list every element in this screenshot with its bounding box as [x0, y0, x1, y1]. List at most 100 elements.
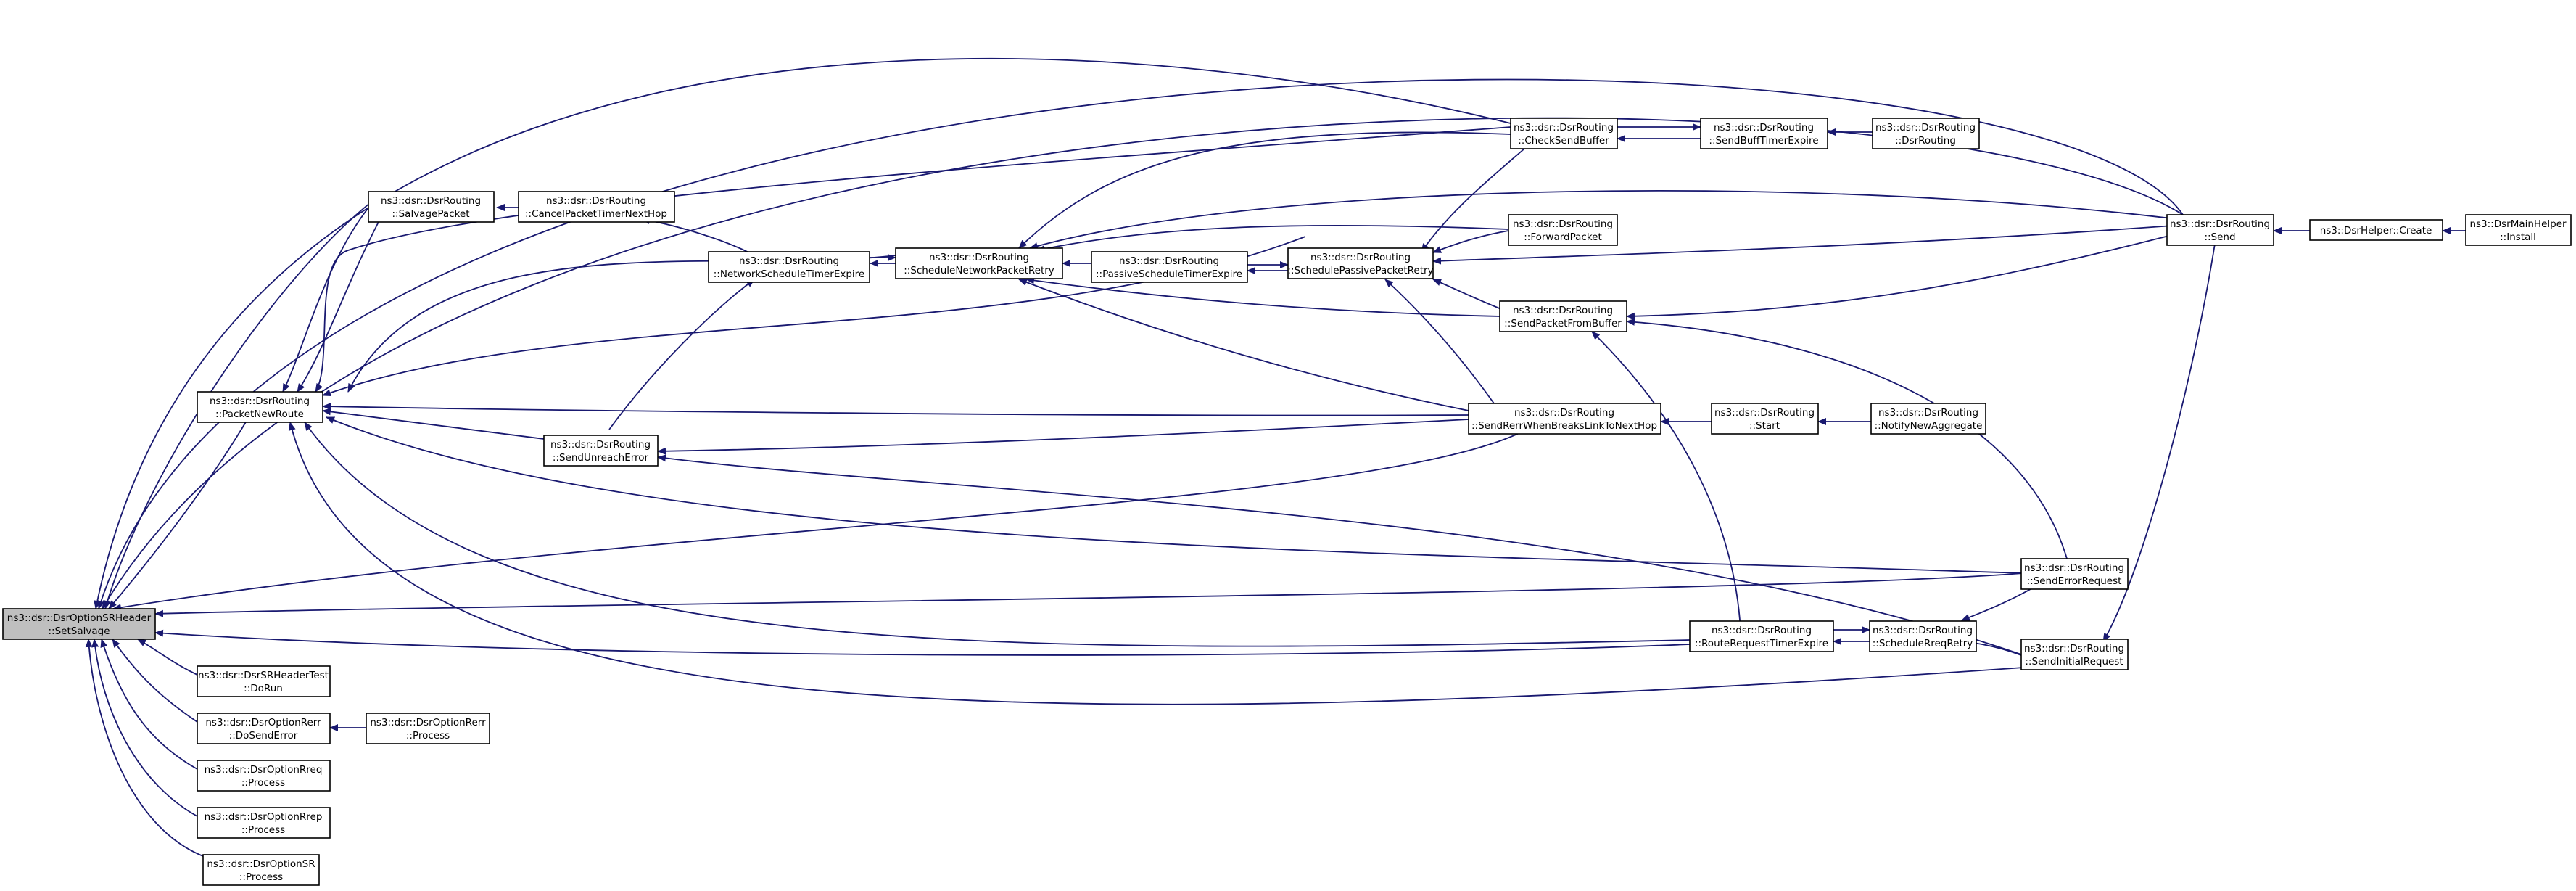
svg-text:::SendBuffTimerExpire: ::SendBuffTimerExpire — [1709, 135, 1818, 147]
node-srprocess[interactable]: ns3::dsr::DsrOptionSR ::Process — [202, 854, 320, 886]
svg-text:::Send: ::Send — [2204, 231, 2235, 243]
node-mainhelper[interactable]: ns3::DsrMainHelper ::Install — [2465, 214, 2572, 246]
node-sendinitialreq[interactable]: ns3::dsr::DsrRouting ::SendInitialReques… — [2020, 639, 2129, 670]
svg-text:ns3::DsrHelper::Create: ns3::DsrHelper::Create — [2320, 225, 2432, 237]
edge-srprocess-setsalvage — [85, 639, 204, 857]
edge-sendpacketfrombuffer-schedpassiveretry — [1432, 279, 1502, 310]
svg-text:::SchedulePassivePacketRetry: ::SchedulePassivePacketRetry — [1287, 265, 1433, 276]
node-forwardpacket[interactable]: ns3::dsr::DsrRouting ::ForwardPacket — [1508, 214, 1618, 246]
svg-text:::ScheduleRreqRetry: ::ScheduleRreqRetry — [1873, 638, 1973, 649]
node-schedrreqretry[interactable]: ns3::dsr::DsrRouting ::ScheduleRreqRetry — [1869, 620, 1977, 652]
edge-checksendbuffer-setsalvage — [94, 57, 1511, 609]
node-sendbufftimer[interactable]: ns3::dsr::DsrRouting ::SendBuffTimerExpi… — [1700, 118, 1828, 149]
edge-sendinitialreq-sendunreach — [657, 454, 2024, 656]
svg-text:ns3::dsr::DsrRouting: ns3::dsr::DsrRouting — [1513, 218, 1613, 230]
svg-text:ns3::dsr::DsrOptionSR: ns3::dsr::DsrOptionSR — [207, 858, 315, 870]
node-send[interactable]: ns3::dsr::DsrRouting ::Send — [2166, 214, 2274, 246]
svg-text:::SendErrorRequest: ::SendErrorRequest — [2027, 575, 2122, 587]
svg-text:ns3::dsr::DsrRouting: ns3::dsr::DsrRouting — [1514, 407, 1614, 419]
svg-text:ns3::dsr::DsrRouting: ns3::dsr::DsrRouting — [1712, 625, 1812, 636]
svg-text:ns3::dsr::DsrOptionRrep: ns3::dsr::DsrOptionRrep — [205, 811, 323, 823]
svg-text:ns3::dsr::DsrRouting: ns3::dsr::DsrRouting — [546, 195, 646, 207]
edge-send-schednetretry — [1029, 190, 2184, 250]
edge-sendrerr-setsalvage — [112, 423, 1537, 612]
node-routereqtimer[interactable]: ns3::dsr::DsrRouting ::RouteRequestTimer… — [1689, 620, 1834, 652]
edge-rrepprocess-setsalvage — [91, 639, 198, 817]
svg-text:::SendInitialRequest: ::SendInitialRequest — [2025, 656, 2123, 668]
svg-text:::Start: ::Start — [1749, 420, 1780, 432]
node-notifynewagg[interactable]: ns3::dsr::DsrRouting ::NotifyNewAggregat… — [1870, 403, 1986, 435]
svg-text:ns3::dsr::DsrRouting: ns3::dsr::DsrRouting — [1878, 407, 1978, 419]
edge-networksched-canceltimer — [641, 217, 755, 256]
svg-text:ns3::DsrMainHelper: ns3::DsrMainHelper — [2469, 218, 2567, 230]
node-rerrdosend[interactable]: ns3::dsr::DsrOptionRerr ::DoSendError — [197, 713, 331, 744]
node-rreqprocess[interactable]: ns3::dsr::DsrOptionRreq ::Process — [197, 760, 331, 792]
node-srheadertest[interactable]: ns3::dsr::DsrSRHeaderTest ::DoRun — [197, 665, 331, 697]
edge-salvagepacket2-packetnewroute — [297, 197, 392, 393]
node-dsrrouting[interactable]: ns3::dsr::DsrRouting ::DsrRouting — [1872, 118, 1980, 149]
svg-text:::SendRerrWhenBreaksLinkToNext: ::SendRerrWhenBreaksLinkToNextHop — [1471, 420, 1657, 432]
edge-senderrorreq-sendpacketfrombuffer — [1626, 318, 2068, 559]
node-schedpassiveretry[interactable]: ns3::dsr::DsrRouting ::SchedulePassivePa… — [1287, 247, 1434, 279]
node-rrepprocess[interactable]: ns3::dsr::DsrOptionRrep ::Process — [197, 807, 331, 839]
svg-text:ns3::dsr::DsrRouting: ns3::dsr::DsrRouting — [1873, 625, 1973, 636]
svg-text:ns3::dsr::DsrRouting: ns3::dsr::DsrRouting — [929, 252, 1029, 263]
edge-send2-setsalvage — [102, 117, 2184, 609]
svg-text:ns3::dsr::DsrRouting: ns3::dsr::DsrRouting — [1875, 122, 1976, 134]
svg-text:::DoSendError: ::DoSendError — [229, 730, 298, 742]
edge-sendrerr-packetnewroute — [322, 403, 1469, 416]
svg-text:ns3::dsr::DsrOptionRreq: ns3::dsr::DsrOptionRreq — [205, 764, 323, 776]
svg-text:::SalvagePacket: ::SalvagePacket — [392, 208, 470, 220]
node-canceltimer[interactable]: ns3::dsr::DsrRouting ::CancelPacketTimer… — [518, 191, 675, 223]
svg-text:ns3::dsr::DsrRouting: ns3::dsr::DsrRouting — [1714, 407, 1815, 419]
svg-text:::SendUnreachError: ::SendUnreachError — [553, 452, 649, 464]
node-sendunreach[interactable]: ns3::dsr::DsrRouting ::SendUnreachError — [543, 435, 659, 467]
svg-text:::SetSalvage: ::SetSalvage — [49, 625, 110, 637]
call-graph-nodes: ns3::dsr::DsrOptionSRHeader ::SetSalvage… — [2, 118, 2572, 886]
svg-text:ns3::dsr::DsrRouting: ns3::dsr::DsrRouting — [2170, 218, 2270, 230]
edge-senderrorreq-setsalvage — [154, 572, 2024, 617]
svg-text:ns3::dsr::DsrRouting: ns3::dsr::DsrRouting — [739, 255, 839, 267]
svg-text:ns3::dsr::DsrOptionRerr: ns3::dsr::DsrOptionRerr — [370, 717, 486, 728]
svg-text:::Process: ::Process — [239, 871, 283, 883]
edge-srheadertest-setsalvage — [137, 639, 198, 676]
edge-forwardpacket-schedpassiveretry — [1432, 230, 1509, 253]
node-passivesched[interactable]: ns3::dsr::DsrRouting ::PassiveScheduleTi… — [1091, 251, 1248, 283]
node-packetnewroute[interactable]: ns3::dsr::DsrRouting ::PacketNewRoute — [197, 391, 323, 423]
edge-forwardpacket-schednetretry — [1036, 224, 1509, 252]
svg-text:::SendPacketFromBuffer: ::SendPacketFromBuffer — [1504, 318, 1622, 329]
svg-text:ns3::dsr::DsrRouting: ns3::dsr::DsrRouting — [210, 395, 310, 407]
node-sendrerr[interactable]: ns3::dsr::DsrRouting ::SendRerrWhenBreak… — [1468, 403, 1661, 435]
edge-checksendbuffer-schedpassiveretry — [1421, 143, 1531, 252]
edge-packetnewroute-setsalvage — [108, 420, 247, 609]
edge-rreqprocess-setsalvage — [100, 639, 198, 770]
edge-senderrorreq-packetnewroute — [326, 416, 2024, 574]
node-networksched[interactable]: ns3::dsr::DsrRouting ::NetworkScheduleTi… — [708, 251, 870, 283]
edge-sendinitialreq-packetnewroute — [288, 422, 2024, 705]
edge-send-sendpacketfrombuffer — [1626, 231, 2184, 320]
svg-text:::PacketNewRoute: ::PacketNewRoute — [215, 408, 304, 420]
edge-sendrerr-schedpassiveretry — [1384, 279, 1495, 404]
edge-checksendbuffer-schednetretry — [1018, 131, 1511, 249]
svg-text:ns3::dsr::DsrOptionSRHeader: ns3::dsr::DsrOptionSRHeader — [7, 612, 152, 624]
node-sendpacketfrombuffer[interactable]: ns3::dsr::DsrRouting ::SendPacketFromBuf… — [1499, 300, 1627, 332]
svg-text:ns3::dsr::DsrRouting: ns3::dsr::DsrRouting — [2024, 562, 2124, 574]
edge-sendrerr-schednetretry — [1018, 279, 1469, 411]
edge-send-schedpassiveretry — [1432, 224, 2184, 265]
node-rerrprocess[interactable]: ns3::dsr::DsrOptionRerr ::Process — [366, 713, 490, 744]
node-setsalvage[interactable]: ns3::dsr::DsrOptionSRHeader ::SetSalvage — [2, 608, 156, 640]
edge-salvagepacket-setsalvage — [104, 197, 378, 609]
node-helpercreate[interactable]: ns3::DsrHelper::Create — [2309, 219, 2443, 241]
node-salvagepacket[interactable]: ns3::dsr::DsrRouting ::SalvagePacket — [368, 191, 495, 223]
svg-text:::DoRun: ::DoRun — [244, 683, 283, 694]
svg-text:ns3::dsr::DsrRouting: ns3::dsr::DsrRouting — [1310, 252, 1411, 263]
node-senderrorreq[interactable]: ns3::dsr::DsrRouting ::SendErrorRequest — [2020, 558, 2129, 590]
svg-text:::PassiveScheduleTimerExpire: ::PassiveScheduleTimerExpire — [1096, 268, 1242, 280]
edge-sendunreach-networksched — [608, 279, 755, 430]
svg-text:::RouteRequestTimerExpire: ::RouteRequestTimerExpire — [1695, 638, 1828, 649]
svg-text:ns3::dsr::DsrRouting: ns3::dsr::DsrRouting — [1513, 305, 1613, 316]
node-schednetretry[interactable]: ns3::dsr::DsrRouting ::ScheduleNetworkPa… — [895, 247, 1063, 279]
node-start[interactable]: ns3::dsr::DsrRouting ::Start — [1711, 403, 1819, 435]
svg-text:ns3::dsr::DsrOptionRerr: ns3::dsr::DsrOptionRerr — [205, 717, 321, 728]
node-checksendbuffer[interactable]: ns3::dsr::DsrRouting ::CheckSendBuffer — [1510, 118, 1618, 149]
